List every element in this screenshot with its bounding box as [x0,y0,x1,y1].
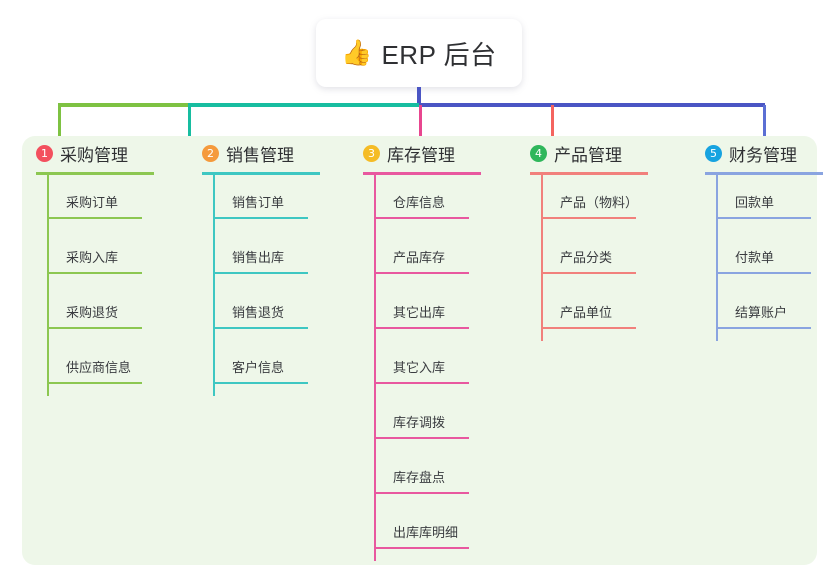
branch-header-product[interactable]: 4 产品管理 [530,136,622,170]
branch-underline [363,172,481,175]
branch-item-underline [47,382,142,384]
branch-item-underline [374,547,469,549]
branch-column-sales: 2 销售管理销售订单销售出库销售退货客户信息 [202,136,320,396]
branch-spine [541,174,543,341]
branch-column-product: 4 产品管理产品（物料） 产品分类产品单位 [530,136,648,341]
root-title: ERP 后台 [381,39,497,70]
branch-item-label: 采购退货 [66,305,119,320]
branch-spine [716,174,718,341]
branch-title: 产品管理 [554,145,622,165]
branch-number-badge: 3 [363,144,380,162]
branch-item-label: 其它入库 [393,360,446,375]
branch-title: 采购管理 [60,145,128,165]
branch-item-underline [374,382,469,384]
branch-item-label: 产品库存 [393,250,446,265]
branch-item-label: 其它出库 [393,305,446,320]
drop-3 [419,105,422,138]
branch-underline [36,172,154,175]
branch-item-underline [213,272,308,274]
branch-underline [202,172,320,175]
branches-panel: 1 采购管理采购订单采购入库采购退货供应商信息 2 销售管理销售订单销售出库销售退货客… [22,136,823,565]
branch-item-label: 库存调拨 [393,415,446,430]
segment-teal [188,103,419,107]
branch-item-label: 仓库信息 [393,195,446,210]
branch-title: 库存管理 [387,145,455,165]
branch-item-label: 销售订单 [232,195,285,210]
branch-item-underline [213,382,308,384]
segment-green [58,103,188,107]
branch-item-underline [213,327,308,329]
branch-item-label: 回款单 [735,195,775,210]
branch-item-label: 库存盘点 [393,470,446,485]
branch-item-underline [47,272,142,274]
drop-4 [551,105,554,138]
branch-column-purchase: 1 采购管理采购订单采购入库采购退货供应商信息 [36,136,154,396]
branch-title: 财务管理 [729,145,797,165]
branch-item-underline [47,217,142,219]
branch-underline [705,172,823,175]
branch-item-underline [374,272,469,274]
branch-column-finance: 5 财务管理回款单付款单结算账户 [705,136,823,341]
branch-item-underline [374,327,469,329]
branch-item-underline [716,217,811,219]
drop-2 [188,105,191,138]
branch-item-underline [716,272,811,274]
branch-spine [374,174,376,561]
branch-header-sales[interactable]: 2 销售管理 [202,136,294,170]
segment-blue [419,103,765,107]
branch-item-label: 销售出库 [232,250,285,265]
branch-item-underline [541,327,636,329]
branch-item-label: 付款单 [735,250,775,265]
branch-item-label: 产品单位 [560,305,613,320]
branch-number-badge: 4 [530,144,547,162]
branch-column-inventory: 3 库存管理仓库信息产品库存其它出库其它入库库存调拨库存盘点出库库明细 [363,136,481,561]
branch-item-underline [541,272,636,274]
branch-item-label: 销售退货 [232,305,285,320]
branch-item-label: 出库库明细 [393,525,459,540]
branch-title: 销售管理 [226,145,294,165]
branch-item-label: 产品（物料） [560,195,639,210]
branch-number-badge: 2 [202,144,219,162]
branch-item-underline [716,327,811,329]
branch-item-label: 客户信息 [232,360,285,375]
branch-item-label: 供应商信息 [66,360,132,375]
drop-5 [763,105,766,138]
drop-1 [58,105,61,138]
branch-header-finance[interactable]: 5 财务管理 [705,136,797,170]
branch-underline [530,172,648,175]
branch-item-label: 采购入库 [66,250,119,265]
branch-spine [213,174,215,396]
branch-item-underline [374,492,469,494]
branch-item-label: 产品分类 [560,250,613,265]
branch-item-underline [213,217,308,219]
root-trunk-connector [417,87,421,106]
branch-number-badge: 5 [705,144,722,162]
branch-spine [47,174,49,396]
branch-number-badge: 1 [36,144,53,162]
root-node[interactable]: 👍 ERP 后台 [316,19,522,87]
branch-item-underline [47,327,142,329]
branch-item-label: 采购订单 [66,195,119,210]
branch-header-purchase[interactable]: 1 采购管理 [36,136,128,170]
branch-header-inventory[interactable]: 3 库存管理 [363,136,455,170]
thumbs-up-icon: 👍 [341,38,373,67]
branch-item-underline [541,217,636,219]
branch-item-underline [374,437,469,439]
branch-item-underline [374,217,469,219]
branch-item-label: 结算账户 [735,305,788,320]
